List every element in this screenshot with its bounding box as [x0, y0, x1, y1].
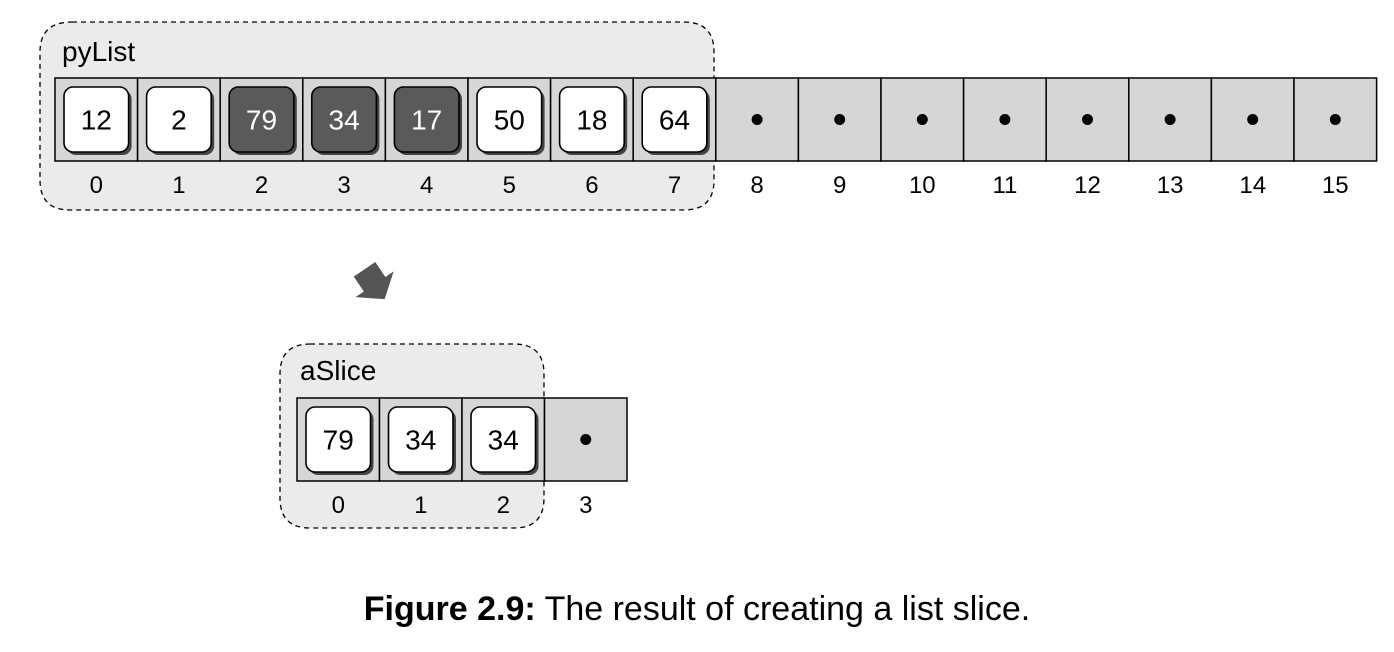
- pylist-cell: [1210, 77, 1295, 162]
- aslice-index-label: 2: [497, 492, 510, 519]
- aslice-name: aSlice: [300, 355, 376, 386]
- pylist-index-label: 3: [337, 172, 350, 199]
- pylist-cell: [1045, 77, 1130, 162]
- pylist-cell: 64: [632, 77, 717, 162]
- caption-label: Figure 2.9:: [363, 590, 536, 628]
- pylist-index-label: 12: [1074, 172, 1101, 199]
- pylist-value: 50: [494, 105, 525, 136]
- pylist-cell: [1293, 77, 1378, 162]
- pylist-cell: [880, 77, 965, 162]
- pylist-index-label: 7: [668, 172, 681, 199]
- pylist-cell: 79: [219, 77, 304, 162]
- aslice-value: 79: [323, 425, 354, 456]
- aslice-value-box: [470, 406, 537, 473]
- pylist-value: 12: [81, 105, 112, 136]
- pylist-index-label: 9: [833, 172, 846, 199]
- pylist-cell: 34: [302, 77, 387, 162]
- slice-arrow-icon: [353, 262, 394, 300]
- aslice-value-box: [387, 406, 454, 473]
- aslice-cell: 79: [296, 397, 381, 482]
- pylist-name: pyList: [62, 36, 135, 67]
- aslice-cell: 34: [461, 397, 546, 482]
- figure-caption: Figure 2.9: The result of creating a lis…: [0, 590, 1394, 629]
- pylist-value-box: [641, 86, 708, 153]
- pylist-null-dot-icon: [1082, 114, 1093, 125]
- pylist-index-label: 11: [992, 172, 1017, 199]
- aslice-null-dot-icon: [580, 434, 592, 445]
- pylist-cell: [797, 77, 882, 162]
- pylist-null-dot-icon: [1247, 114, 1259, 125]
- pylist-value: 17: [411, 105, 442, 136]
- pylist-null-dot-icon: [999, 114, 1011, 125]
- caption-text: The result of creating a list slice.: [544, 590, 1031, 628]
- pylist-cell: 2: [136, 77, 221, 162]
- pylist-cell-frame: [1128, 77, 1213, 162]
- pylist-index-label: 15: [1322, 172, 1349, 199]
- aslice-index-label: 1: [414, 492, 427, 519]
- pylist-index-label: 8: [750, 172, 763, 199]
- pylist-null-dot-icon: [834, 114, 846, 125]
- pylist-cell: 17: [384, 77, 469, 162]
- pylist-null-dot-icon: [1164, 114, 1176, 125]
- pylist-value-box: [393, 86, 460, 153]
- pylist-cell: 12: [54, 77, 139, 162]
- pylist-cell: [962, 77, 1047, 162]
- pylist-index-label: 13: [1157, 172, 1184, 199]
- pylist-cell: 50: [467, 77, 552, 162]
- aslice-index-label: 0: [332, 492, 345, 519]
- pylist-index-label: 10: [909, 172, 936, 199]
- pylist-null-dot-icon: [916, 114, 928, 125]
- aslice-cell: [543, 397, 628, 482]
- pylist-cell: [1128, 77, 1213, 162]
- pylist-value-box: [145, 86, 213, 153]
- aslice-value: 34: [488, 425, 519, 456]
- pylist-value: 64: [659, 105, 690, 136]
- pylist-index-label: 0: [90, 172, 103, 199]
- pylist-cell: [715, 77, 800, 162]
- pylist-value: 79: [246, 105, 277, 136]
- pylist-index-label: 2: [255, 172, 268, 199]
- pylist-null-dot-icon: [751, 114, 763, 125]
- pylist-value-box: [476, 86, 543, 153]
- pylist-index-label: 5: [503, 172, 516, 199]
- aslice-value: 34: [405, 425, 436, 456]
- pylist-value: 2: [171, 105, 187, 136]
- pylist-value-box: [310, 86, 378, 153]
- aslice-index-label: 3: [579, 492, 592, 519]
- pylist-value-box: [558, 86, 625, 153]
- pylist-value-box: [63, 86, 130, 153]
- pylist-index-label: 1: [172, 172, 185, 199]
- aslice-cell: 34: [378, 397, 463, 482]
- aslice-value-box: [305, 406, 372, 473]
- pylist-value-box: [228, 86, 295, 153]
- pylist-index-label: 6: [585, 172, 598, 199]
- pylist-null-dot-icon: [1329, 114, 1341, 125]
- pylist-index-label: 4: [420, 172, 433, 199]
- pylist-value: 34: [329, 105, 360, 136]
- pylist-cell: 18: [549, 77, 634, 162]
- pylist-value: 18: [576, 105, 607, 136]
- pylist-index-label: 14: [1239, 172, 1266, 199]
- aslice-array: 79 34 34 0 1 2 3: [296, 397, 628, 519]
